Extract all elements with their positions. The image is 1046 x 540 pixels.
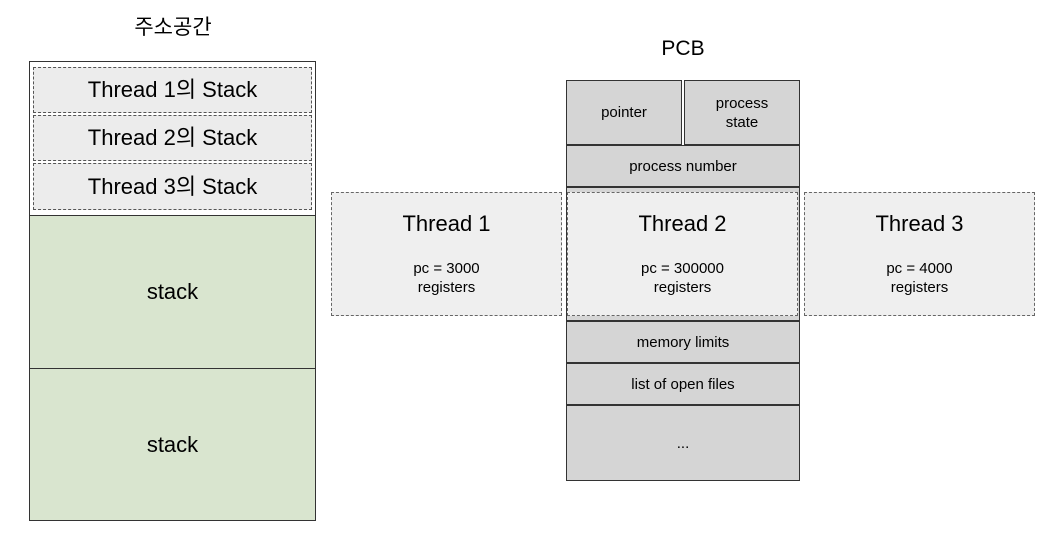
thread-2-name: Thread 2	[638, 211, 727, 236]
thread-3-name: Thread 3	[875, 211, 964, 236]
thread-stack-1: Thread 1의 Stack	[33, 67, 312, 113]
thread-stack-2-label: Thread 2의 Stack	[87, 125, 258, 150]
pcb-process-number-label: process number	[629, 157, 737, 175]
stack-segment-2-label: stack	[146, 431, 199, 457]
thread-stack-1-label: Thread 1의 Stack	[87, 77, 258, 102]
thread-stack-3: Thread 3의 Stack	[33, 163, 312, 210]
address-space-title: 주소공간	[134, 16, 212, 39]
pcb-pointer: pointer	[566, 80, 682, 145]
stack-segment-1: stack	[30, 216, 315, 368]
stack-segment-2: stack	[30, 368, 315, 520]
thread-stack-2: Thread 2의 Stack	[33, 115, 312, 161]
pcb-process-state: process state	[684, 80, 800, 145]
pcb-process-state-label: process state	[715, 94, 769, 131]
address-space-block: Thread 1의 Stack Thread 2의 Stack Thread 3…	[29, 61, 316, 521]
thread-3-registers: registers	[890, 279, 949, 296]
thread-stack-3-label: Thread 3의 Stack	[87, 173, 258, 199]
pcb-open-files-label: list of open files	[631, 375, 735, 393]
thread-3-box: Thread 3 pc = 4000 registers	[804, 192, 1035, 316]
pcb-process-number: process number	[566, 145, 800, 187]
pcb-memory-limits: memory limits	[566, 321, 800, 363]
thread-1-box: Thread 1 pc = 3000 registers	[331, 192, 562, 316]
thread-1-pc: pc = 3000	[413, 260, 480, 277]
thread-1-name: Thread 1	[402, 211, 491, 236]
pcb-pointer-label: pointer	[601, 104, 647, 121]
thread-2-registers: registers	[653, 279, 712, 296]
pcb-open-files: list of open files	[566, 363, 800, 405]
thread-1-registers: registers	[417, 279, 476, 296]
thread-3-pc: pc = 4000	[886, 260, 953, 277]
pcb-memory-limits-label: memory limits	[636, 333, 730, 351]
pcb-ellipsis: ...	[566, 405, 800, 481]
pcb-ellipsis-label: ...	[676, 434, 690, 452]
pcb-title: PCB	[661, 37, 705, 60]
stack-segment-1-label: stack	[146, 279, 199, 304]
thread-2-pc: pc = 300000	[641, 260, 724, 277]
thread-2-box: Thread 2 pc = 300000 registers	[567, 192, 798, 316]
thread-stack-region: Thread 1의 Stack Thread 2의 Stack Thread 3…	[30, 62, 315, 216]
